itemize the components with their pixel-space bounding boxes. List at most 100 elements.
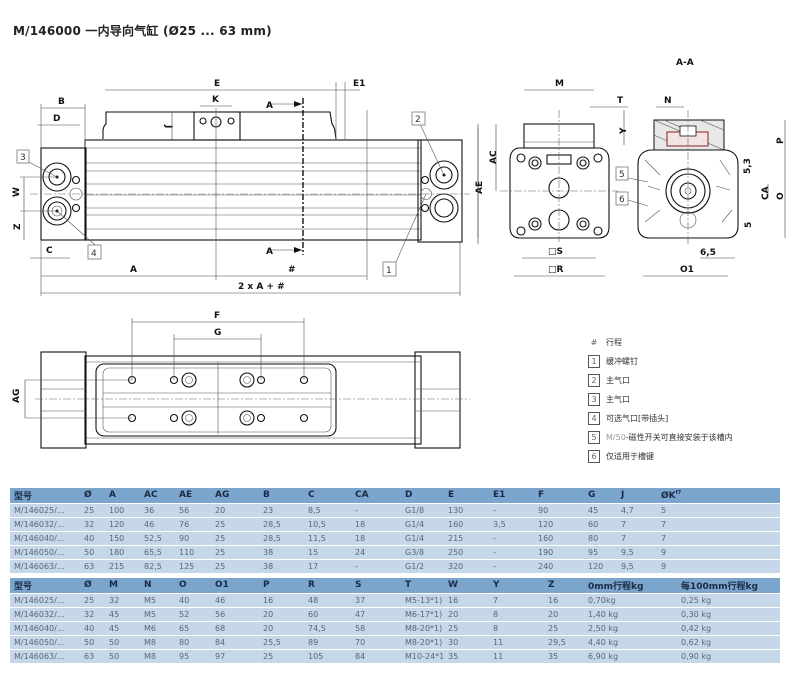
column-header: 型号 <box>10 488 80 503</box>
table-cell: 25 <box>211 558 259 573</box>
table-cell: - <box>489 530 534 545</box>
table-cell: 28,5 <box>259 516 304 531</box>
table-cell: 70 <box>351 634 401 649</box>
table-cell: 120 <box>534 516 584 531</box>
dim-label-5: 5 <box>744 222 754 228</box>
table-cell: 16 <box>444 592 489 607</box>
model-cell: M/146025/... <box>10 592 80 607</box>
legend-text: 可选气口[带插头] <box>606 414 669 423</box>
model-cell: M/146025/... <box>10 502 80 517</box>
table-cell: 47 <box>351 606 401 621</box>
table-cell: 50 <box>80 634 105 649</box>
table-cell: 25 <box>211 530 259 545</box>
table-cell: 80 <box>584 530 617 545</box>
table-cell: 0,62 kg <box>677 634 780 649</box>
svg-text:4: 4 <box>91 249 97 259</box>
table-cell: 9 <box>657 544 697 559</box>
section-title: A-A <box>676 58 694 68</box>
table-cell: 0,42 kg <box>677 620 780 635</box>
table-cell: 105 <box>304 648 351 663</box>
column-header: P <box>259 578 304 593</box>
table-cell: 40 <box>175 592 211 607</box>
column-header: E <box>444 488 489 503</box>
table-cell: 50 <box>80 544 105 559</box>
column-header: Z <box>544 578 584 593</box>
legend-prefix: M/50 <box>606 433 626 442</box>
table-cell: 24 <box>351 544 401 559</box>
dim-label-s: □S <box>548 247 563 257</box>
table-cell: 130 <box>444 502 489 517</box>
table-cell: G1/2 <box>401 558 444 573</box>
table-cell: 5 <box>657 502 697 517</box>
dim-label-e: E <box>214 79 220 89</box>
model-cell: M/146032/... <box>10 516 80 531</box>
table-cell: 28,5 <box>259 530 304 545</box>
table-cell: 1,40 kg <box>584 606 677 621</box>
table-cell: 35 <box>444 648 489 663</box>
end-view: M T Y AC □S □R <box>477 79 629 277</box>
table-cell: 7 <box>489 592 544 607</box>
hash-symbol: # <box>590 338 598 347</box>
table-cell: 82,5 <box>140 558 175 573</box>
table-cell: 45 <box>105 606 140 621</box>
table-cell <box>697 558 780 573</box>
table-cell: M5 <box>140 592 175 607</box>
table-cell: 10,5 <box>304 516 351 531</box>
dim-label-ac: AC <box>489 150 499 164</box>
legend-item: 3 主气口 <box>588 390 733 409</box>
callout-4: 4 <box>56 210 102 260</box>
table-cell: 32 <box>80 606 105 621</box>
dim-label-p: P <box>776 137 786 144</box>
table-cell: 90 <box>534 502 584 517</box>
table-cell: 38 <box>259 558 304 573</box>
table-cell <box>697 544 780 559</box>
table-cell: 18 <box>351 516 401 531</box>
legend-item: 6 仅适用于槽键 <box>588 447 733 466</box>
table-cell <box>697 530 780 545</box>
table-cell: 7 <box>617 530 657 545</box>
legend-text: 行程 <box>606 338 622 347</box>
column-header: T <box>401 578 444 593</box>
table-cell: 32 <box>80 516 105 531</box>
dim-label-g: G <box>214 328 221 338</box>
table-cell: G3/8 <box>401 544 444 559</box>
section-cut-label-top: A <box>266 101 273 111</box>
table-cell: 52,5 <box>140 530 175 545</box>
column-header: AC <box>140 488 175 503</box>
dim-label-o: O <box>776 192 786 200</box>
table-cell: 20 <box>444 606 489 621</box>
column-header: 每100mm行程kg <box>677 578 780 593</box>
legend-text: 仅适用于槽键 <box>606 452 654 461</box>
callout-6: 6 <box>615 191 649 207</box>
table-cell: 17 <box>304 558 351 573</box>
table-cell: 0,30 kg <box>677 606 780 621</box>
table-cell: 74,5 <box>304 620 351 635</box>
side-view: A A E E1 K J B D W Z C A # 2 x A + # <box>12 79 485 296</box>
table-cell: 25,5 <box>259 634 304 649</box>
table-cell: G1/4 <box>401 530 444 545</box>
model-cell: M/146040/... <box>10 530 80 545</box>
table-cell: 23 <box>259 502 304 517</box>
table-cell: 56 <box>211 606 259 621</box>
column-header: Ø <box>80 578 105 593</box>
legend-key: 6 <box>588 450 600 463</box>
column-header: J <box>617 488 657 503</box>
table-cell: 240 <box>534 558 584 573</box>
column-header: CA <box>351 488 401 503</box>
dim-label-n: N <box>664 96 672 106</box>
dim-label-y: Y <box>619 127 629 135</box>
dim-label-ca: CA <box>761 186 771 200</box>
table-cell: 125 <box>175 558 211 573</box>
table-cell: 16 <box>544 592 584 607</box>
table-cell: 56 <box>175 502 211 517</box>
table-cell: G1/8 <box>401 502 444 517</box>
table-cell: 7 <box>617 516 657 531</box>
table-cell: 8 <box>489 620 544 635</box>
column-header: R <box>304 578 351 593</box>
